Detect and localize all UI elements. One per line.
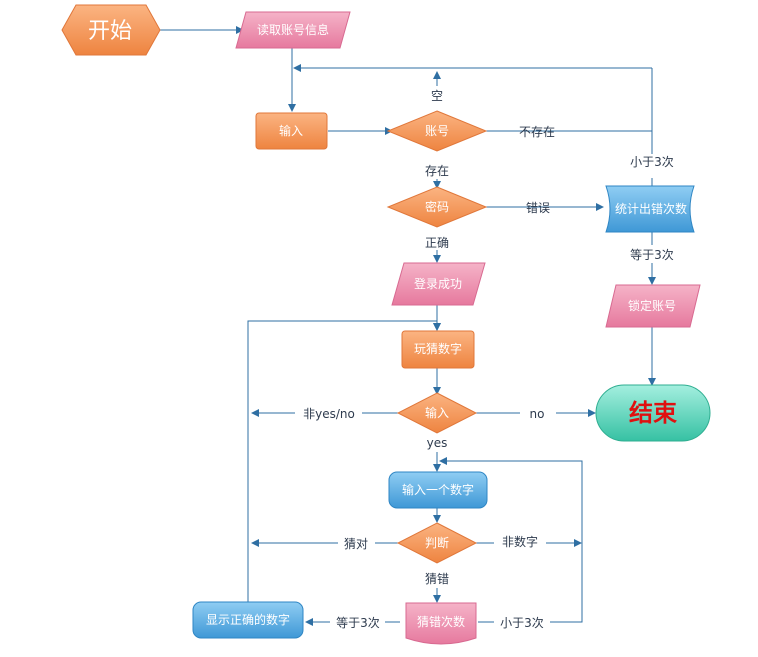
label-guess-wrong: 猜错 <box>425 572 449 586</box>
login-success-label: 登录成功 <box>414 276 462 291</box>
lock-account-label: 锁定账号 <box>628 298 676 313</box>
password-decision-label: 密码 <box>425 199 449 214</box>
input1-label: 输入 <box>279 123 303 138</box>
account-decision-node: 账号 <box>386 110 488 152</box>
label-guess-right: 猜对 <box>344 537 368 551</box>
play-guess-node: 玩猜数字 <box>401 330 475 369</box>
label-not-exist: 不存在 <box>519 125 555 139</box>
label-equal-3b: 等于3次 <box>336 616 380 630</box>
login-success-node: 登录成功 <box>391 262 486 306</box>
end-label: 结束 <box>629 399 678 427</box>
label-empty: 空 <box>431 89 443 103</box>
input2-decision-node: 输入 <box>396 392 478 434</box>
label-not-number: 非数字 <box>502 534 538 549</box>
read-account-node: 读取账号信息 <box>235 11 351 49</box>
input-number-node: 输入一个数字 <box>388 471 488 509</box>
input-number-label: 输入一个数字 <box>402 482 474 497</box>
label-not-yes-no: 非yes/no <box>303 407 355 421</box>
read-account-label: 读取账号信息 <box>257 22 329 37</box>
judge-decision-label: 判断 <box>425 535 449 550</box>
label-exist: 存在 <box>425 164 449 178</box>
start-node: 开始 <box>61 4 161 56</box>
password-decision-node: 密码 <box>386 186 488 228</box>
end-node: 结束 <box>595 384 711 442</box>
show-correct-node: 显示正确的数字 <box>192 601 304 639</box>
label-less-than-3b: 小于3次 <box>500 616 544 630</box>
input1-node: 输入 <box>255 112 328 150</box>
label-wrong: 错误 <box>526 201 550 215</box>
label-equal-3: 等于3次 <box>630 248 674 262</box>
show-correct-label: 显示正确的数字 <box>206 612 290 627</box>
judge-decision-node: 判断 <box>396 522 478 564</box>
count-errors-label: 统计出错次数 <box>615 201 687 216</box>
label-correct: 正确 <box>425 236 449 250</box>
guess-wrong-count-node: 猜错次数 <box>405 602 477 645</box>
connectors <box>160 26 656 626</box>
label-no: no <box>530 407 545 421</box>
edge-show-loop <box>247 320 437 602</box>
guess-wrong-count-label: 猜错次数 <box>417 614 465 629</box>
count-errors-node: 统计出错次数 <box>605 185 695 233</box>
account-decision-label: 账号 <box>425 124 449 138</box>
start-label: 开始 <box>88 19 132 44</box>
input2-decision-label: 输入 <box>425 405 449 420</box>
play-guess-label: 玩猜数字 <box>414 341 462 356</box>
label-yes: yes <box>427 436 448 450</box>
label-less-than-3: 小于3次 <box>630 155 674 169</box>
edge-labels: 空 不存在 存在 错误 正确 小于3次 等于3次 非yes/no no yes … <box>303 89 674 630</box>
edge-less3b-loop <box>439 457 583 623</box>
lock-account-node: 锁定账号 <box>605 284 701 328</box>
